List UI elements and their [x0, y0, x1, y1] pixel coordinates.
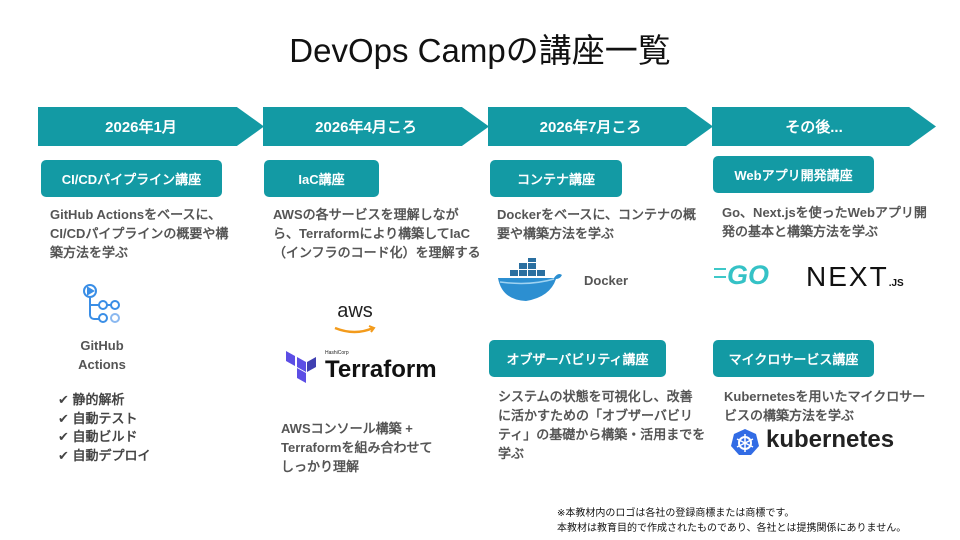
- course-observability-label: オブザーバビリティ講座: [489, 340, 666, 377]
- check-icon: ✔: [58, 392, 73, 407]
- docker-whale-icon: [498, 258, 562, 301]
- terraform-logo-text: Terraform: [325, 356, 437, 383]
- timeline-step-2: 2026年4月ころ: [263, 107, 489, 146]
- timeline-step-3: 2026年7月ころ: [488, 107, 713, 146]
- check-icon: ✔: [58, 447, 73, 463]
- course-container-desc: Dockerをベースに、コンテナの概 要や構築方法を学ぶ: [497, 207, 697, 241]
- course-iac-label: IaC講座: [264, 160, 379, 197]
- check-item: ✔ 自動ビルド: [58, 429, 138, 444]
- iac-note: AWSコンソール構築 + Terraformを組み合わせて しっかり理解: [281, 421, 433, 474]
- terraform-icon: [286, 351, 316, 383]
- course-iac-desc: AWSの各サービスを理解しなが ら、Terraformにより構築してIaC （イ…: [273, 207, 481, 260]
- docker-logo-text: Docker: [584, 273, 629, 288]
- check-item: ✔ 自動デプロイ: [58, 447, 151, 463]
- page-title: DevOps Campの講座一覧: [289, 32, 671, 69]
- check-item: ✔ 自動テスト: [58, 410, 138, 426]
- course-microservice-label: マイクロサービス講座: [713, 340, 874, 377]
- kubernetes-logo-text: kubernetes: [766, 426, 895, 453]
- nextjs-logo: NEXT.JS: [806, 261, 904, 292]
- course-webapp-desc: Go、Next.jsを使ったWebアプリ開 発の基本と構築方法を学ぶ: [722, 205, 927, 239]
- github-actions-icon: [83, 284, 120, 323]
- footer-note: ※本教材内のロゴは各社の登録商標または商標です。 本教材は教育目的で作成されたも…: [557, 508, 907, 534]
- course-webapp-label: Webアプリ開発講座: [713, 156, 874, 193]
- kubernetes-icon: [731, 429, 759, 455]
- cicd-checklist: ✔ 静的解析 ✔ 自動テスト ✔ 自動ビルド ✔ 自動デプロイ: [58, 391, 151, 465]
- check-icon: ✔: [58, 429, 73, 444]
- go-logo: GO: [727, 260, 770, 290]
- timeline-step-1: 2026年1月: [38, 107, 264, 146]
- github-actions-logo-text: GitHub Actions: [78, 338, 126, 372]
- check-item: ✔ 静的解析: [58, 392, 125, 407]
- go-speed-lines-icon: [714, 268, 726, 278]
- check-icon: ✔: [58, 410, 73, 426]
- hashicorp-label: HashiCorp: [325, 350, 349, 356]
- course-observability-desc: システムの状態を可視化し、改善 に活かすための「オブザーバビリ ティ」の基礎から…: [498, 389, 706, 461]
- timeline-step-4: その後...: [712, 107, 936, 146]
- course-cicd-desc: GitHub Actionsをベースに、 CI/CDパイプラインの概要や構 築方…: [50, 207, 229, 260]
- course-cicd-label: CI/CDパイプライン講座: [41, 160, 222, 197]
- course-microservice-desc: Kubernetesを用いたマイクロサー ビスの構築方法を学ぶ: [724, 389, 926, 423]
- aws-logo: aws: [333, 300, 377, 334]
- course-container-label: コンテナ講座: [490, 160, 622, 197]
